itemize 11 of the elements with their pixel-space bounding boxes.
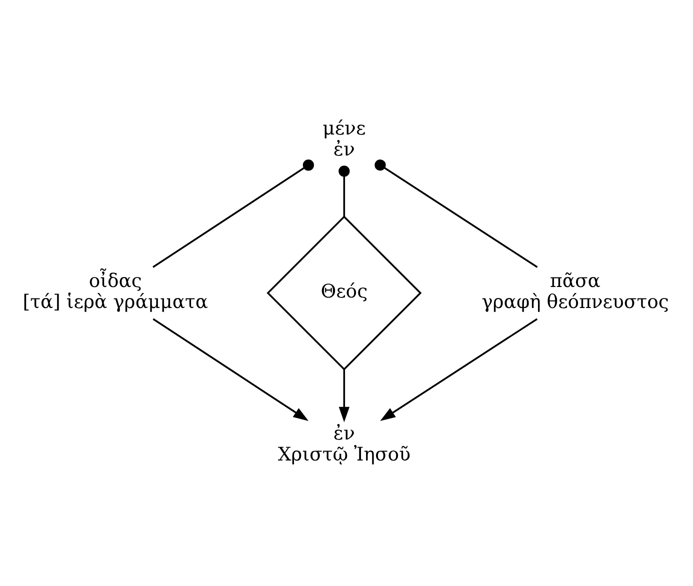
- node-text: πᾶσα γραφὴ θεόπνευστος: [482, 270, 669, 314]
- node-text: ἐν Χριστῷ Ἰησοῦ: [278, 423, 410, 466]
- arrow: [152, 318, 309, 421]
- node-text: μένε ἐν: [322, 118, 366, 161]
- node-text: οἶδας [τά] ἱερὰ γράμματα: [22, 270, 208, 314]
- connector: [338, 166, 350, 217]
- node-diamond: Θεός: [266, 216, 422, 370]
- connector: [152, 160, 314, 268]
- arrow: [338, 369, 350, 422]
- arrow: [380, 318, 538, 421]
- connector: [374, 160, 538, 268]
